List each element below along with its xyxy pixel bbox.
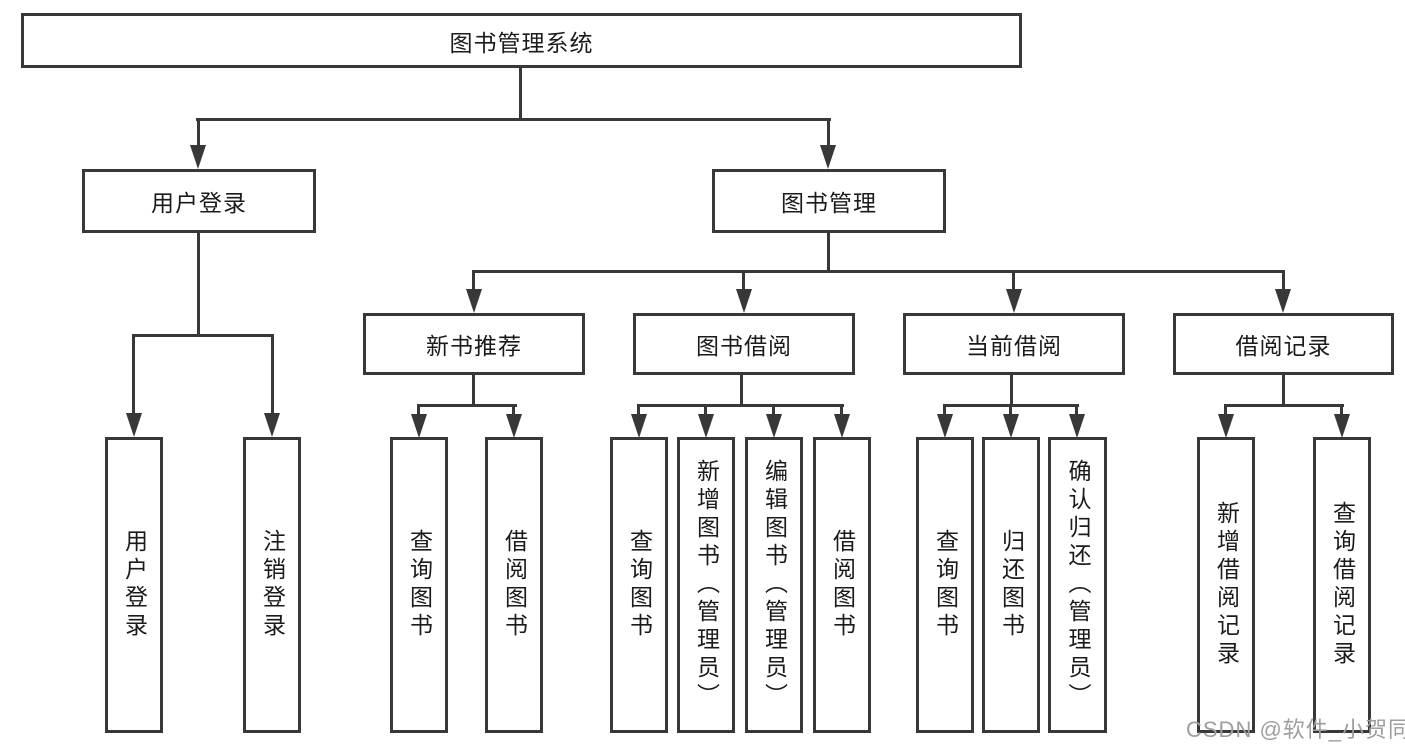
node-book-management: 图书管理 xyxy=(712,169,946,233)
edge-bookmgmt-arrow3-head xyxy=(1006,289,1022,313)
edge-bookmgmt-arrow1-line xyxy=(472,270,475,291)
edge-bookmgmt-stem xyxy=(827,231,830,272)
edge-root-arrow2-head xyxy=(820,145,836,169)
leaf-logout: 注销登录 xyxy=(243,437,301,733)
edge-recommend-arrow1-line xyxy=(417,404,420,417)
edge-root-arrow2-line xyxy=(827,118,830,148)
edge-bookmgmt-bar xyxy=(472,270,1285,273)
node-borrow-records: 借阅记录 xyxy=(1173,313,1394,375)
edge-recommend-bar xyxy=(417,404,517,407)
leaf-user-login: 用户登录 xyxy=(105,437,163,733)
edge-bookborrow-arrow3-line xyxy=(772,404,775,417)
leaf-add-borrow-record: 新增借阅记录 xyxy=(1197,437,1255,733)
edge-recommend-arrow1-head xyxy=(411,414,427,438)
edge-bookborrow-bar xyxy=(637,404,844,407)
leaf-confirm-return-admin: 确认归还（管理员） xyxy=(1048,437,1107,733)
edge-records-arrow1-head xyxy=(1218,414,1234,438)
edge-current-arrow2-head xyxy=(1003,414,1019,438)
edge-recommend-stem xyxy=(472,373,475,407)
edge-current-arrow2-line xyxy=(1009,404,1012,417)
edge-bookmgmt-arrow4-line xyxy=(1282,270,1285,291)
edge-current-arrow1-line xyxy=(943,404,946,417)
edge-bookborrow-arrow2-line xyxy=(704,404,707,417)
edge-bookborrow-arrow4-line xyxy=(840,404,843,417)
edge-current-stem xyxy=(1010,373,1013,407)
leaf-borrow-query-book: 查询图书 xyxy=(610,437,668,733)
edge-bookmgmt-arrow1-head xyxy=(466,289,482,313)
edge-current-arrow3-line xyxy=(1075,404,1078,417)
edge-records-arrow2-head xyxy=(1334,414,1350,438)
edge-root-arrow1-head xyxy=(190,145,206,169)
edge-current-arrow1-head xyxy=(937,414,953,438)
edge-bookmgmt-arrow2-head xyxy=(736,289,752,313)
edge-current-arrow3-head xyxy=(1069,414,1085,438)
leaf-recommend-borrow-book: 借阅图书 xyxy=(485,437,543,733)
leaf-add-book-admin: 新增图书（管理员） xyxy=(677,437,735,733)
edge-bookborrow-arrow4-head xyxy=(834,414,850,438)
node-user-login: 用户登录 xyxy=(82,169,316,233)
edge-userlogin-bar xyxy=(132,334,274,337)
edge-root-bar xyxy=(196,118,831,121)
node-current-borrow: 当前借阅 xyxy=(903,313,1125,375)
edge-recommend-arrow2-head xyxy=(506,414,522,438)
csdn-watermark: CSDN @软件_小贺同学 xyxy=(1186,717,1405,742)
edge-bookborrow-arrow1-head xyxy=(631,414,647,438)
edge-userlogin-arrow2-line xyxy=(271,334,274,414)
edge-root-arrow1-line xyxy=(197,118,200,148)
leaf-recommend-query-book: 查询图书 xyxy=(390,437,448,733)
edge-records-stem xyxy=(1282,373,1285,407)
edge-bookborrow-stem xyxy=(740,373,743,407)
edge-bookborrow-arrow3-head xyxy=(766,414,782,438)
edge-userlogin-arrow1-line xyxy=(132,334,135,414)
edge-records-arrow2-line xyxy=(1340,404,1343,417)
edge-records-bar xyxy=(1224,404,1344,407)
leaf-return-book: 归还图书 xyxy=(982,437,1040,733)
edge-records-arrow1-line xyxy=(1224,404,1227,417)
leaf-edit-book-admin: 编辑图书（管理员） xyxy=(745,437,803,733)
leaf-current-query-book: 查询图书 xyxy=(916,437,974,733)
edge-userlogin-arrow2-head xyxy=(264,413,280,437)
edge-bookmgmt-arrow4-head xyxy=(1275,289,1291,313)
edge-userlogin-arrow1-head xyxy=(126,413,142,437)
node-book-borrow: 图书借阅 xyxy=(633,313,855,375)
edge-bookborrow-arrow2-head xyxy=(698,414,714,438)
leaf-query-borrow-record: 查询借阅记录 xyxy=(1313,437,1371,733)
edge-root-stem xyxy=(519,66,522,120)
leaf-borrow-borrow-book: 借阅图书 xyxy=(813,437,871,733)
node-root: 图书管理系统 xyxy=(21,13,1022,68)
edge-bookmgmt-arrow3-line xyxy=(1012,270,1015,291)
edge-recommend-arrow2-line xyxy=(512,404,515,417)
edge-bookborrow-arrow1-line xyxy=(637,404,640,417)
node-new-book-recommend: 新书推荐 xyxy=(363,313,585,375)
edge-userlogin-stem xyxy=(197,231,200,336)
edge-bookmgmt-arrow2-line xyxy=(742,270,745,291)
